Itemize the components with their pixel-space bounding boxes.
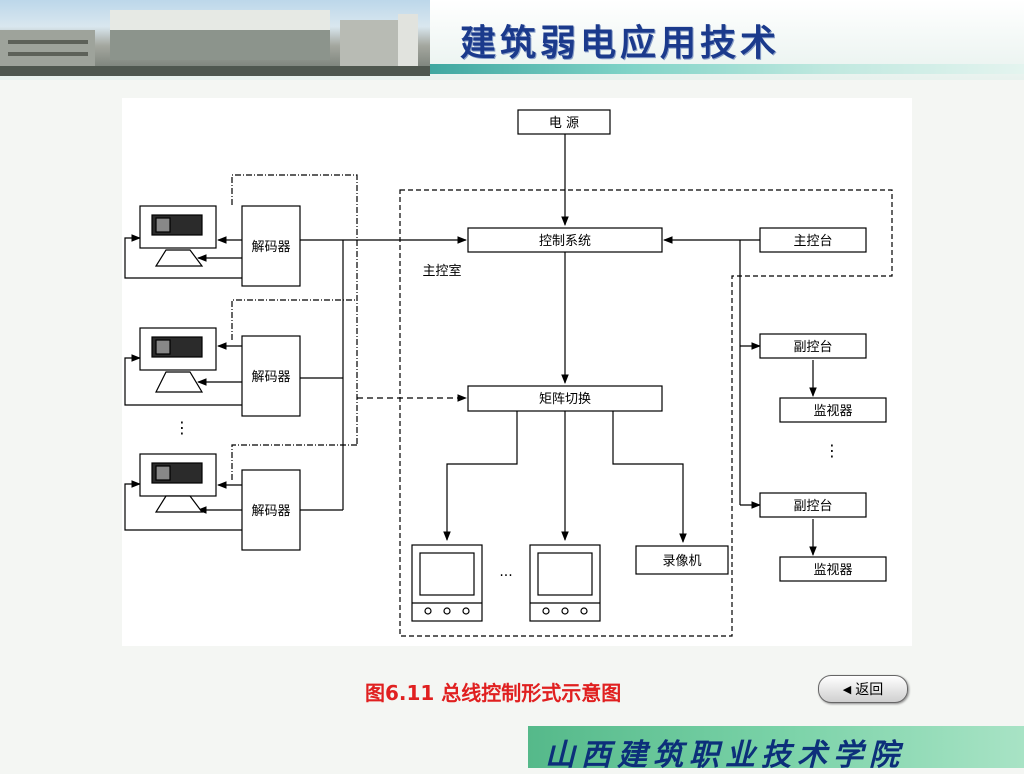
recorder-label: 录像机: [662, 554, 701, 569]
decoder-box-1: [241, 205, 301, 287]
main-room-boundary: [399, 189, 893, 637]
matrix-switch-label: 矩阵切换: [539, 392, 591, 407]
building-photo: [0, 0, 430, 76]
sub-console-label-1: 副控台: [793, 340, 832, 355]
camera-loop-1: [124, 234, 242, 279]
footer-band: [528, 726, 1024, 768]
header-accent-bar: [430, 64, 1024, 74]
control-system-label: 控制系统: [539, 234, 591, 249]
decoder-label-1: 解码器: [251, 240, 290, 255]
tv-monitor-icon-1: [411, 544, 483, 622]
back-button[interactable]: ◀ 返回: [818, 675, 908, 703]
camera-ellipsis: ⋮: [174, 418, 190, 437]
camera-loop-2: [124, 342, 242, 406]
main-console-label: 主控台: [793, 234, 832, 249]
matrix-switch-box: [467, 385, 663, 412]
header-title: 建筑弱电应用技术: [460, 22, 781, 64]
tv-monitor-icon-2: [529, 544, 601, 622]
header-banner: 建筑弱电应用技术: [0, 0, 1024, 80]
tv-ellipsis: ···: [499, 568, 512, 584]
monitor-box-2: [779, 556, 887, 582]
monitor-box-1: [779, 397, 887, 423]
power-label: 电 源: [549, 116, 579, 131]
camera-icon-1: [139, 205, 217, 267]
sub-console-box-1: [759, 333, 867, 359]
power-box: [517, 109, 611, 135]
decoder-box-2: [241, 335, 301, 417]
main-console-box: [759, 227, 867, 253]
school-name: 山西建筑职业技术学院: [545, 738, 905, 773]
monitor-label-2: 监视器: [813, 563, 852, 578]
figure-caption: 图6.11 总线控制形式示意图: [365, 681, 622, 705]
decoder-label-2: 解码器: [251, 370, 290, 385]
camera-loop-3: [124, 480, 242, 531]
bus-control-diagram: 电 源 控制系统 主控台 矩阵切换 副控台 监视器 副控台 监视器 录像机 解码…: [124, 109, 893, 637]
back-arrow-icon: ◀: [842, 682, 852, 696]
decoder-label-3: 解码器: [251, 504, 290, 519]
sub-console-box-2: [759, 492, 867, 518]
monitor-ellipsis: ⋮: [824, 441, 840, 460]
monitor-label-1: 监视器: [813, 404, 852, 419]
back-button-label: 返回: [855, 682, 884, 698]
recorder-box: [635, 545, 729, 575]
diagram-panel: 电 源 控制系统 主控台 矩阵切换 副控台 监视器 副控台 监视器 录像机 解码…: [122, 98, 912, 646]
camera-icon-3: [139, 453, 217, 513]
decoder-box-3: [241, 469, 301, 551]
sub-console-label-2: 副控台: [793, 499, 832, 514]
camera-icon: [139, 205, 217, 513]
camera-icon-2: [139, 327, 217, 393]
main-room-label: 主控室: [422, 263, 461, 279]
control-system-box: [467, 227, 663, 253]
